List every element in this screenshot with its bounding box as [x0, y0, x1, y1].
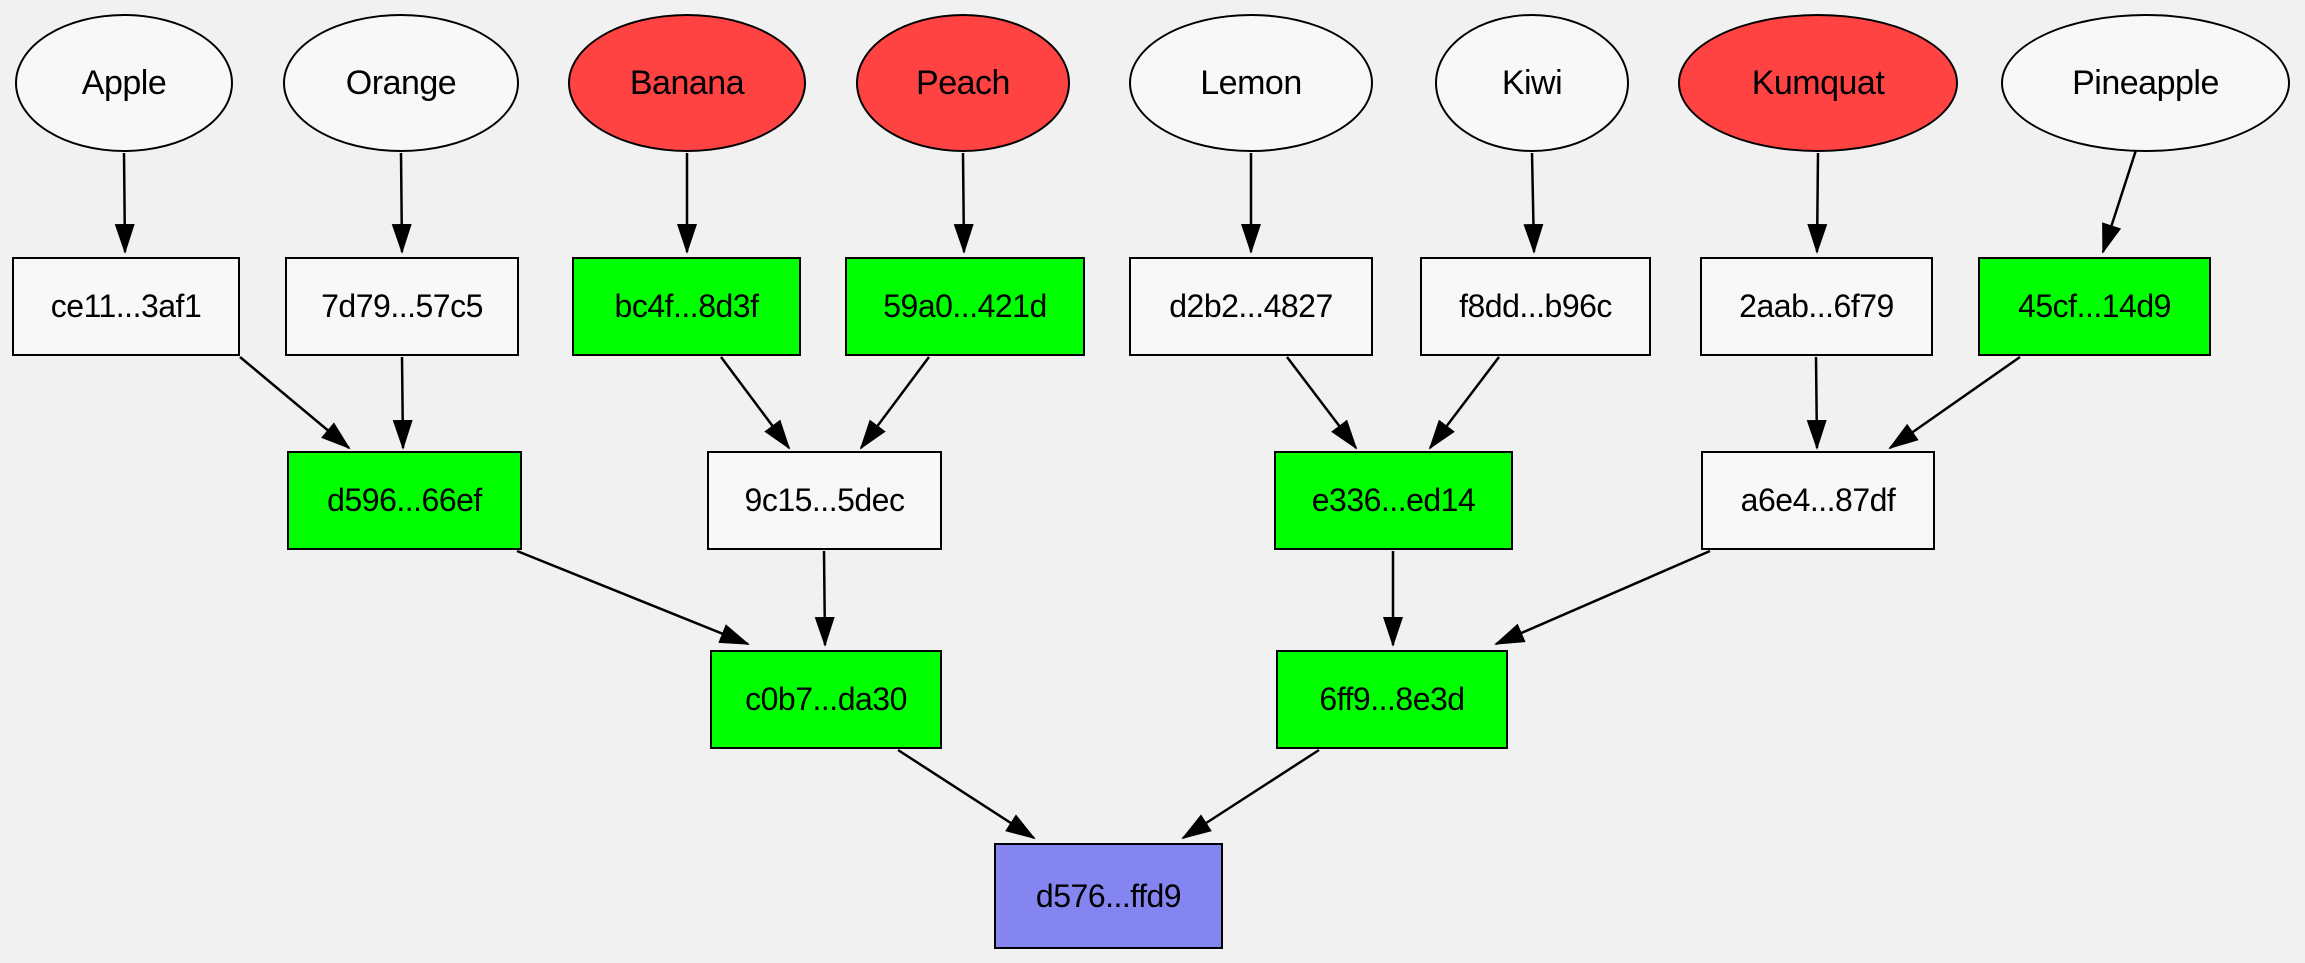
hash-node-a6e4: a6e4...87df [1701, 451, 1935, 550]
edge-59a0-9c15 [859, 356, 931, 450]
hash-node-59a0: 59a0...421d [845, 257, 1085, 356]
hash-node-c0b7: c0b7...da30 [710, 650, 942, 749]
edge-orange-hash [391, 152, 412, 254]
fruit-label-apple: Apple [81, 63, 167, 102]
hash-node-d596: d596...66ef [287, 451, 522, 550]
hash-node-f8dd: f8dd...b96c [1420, 257, 1651, 356]
edge-45cf-a6e4 [1888, 355, 2021, 450]
fruit-node-lemon: Lemon [1129, 14, 1373, 152]
hash-node-bc4f: bc4f...8d3f [572, 257, 801, 356]
hash-label-6ff9: 6ff9...8e3d [1319, 681, 1465, 717]
fruit-label-orange: Orange [345, 63, 457, 102]
edge-a6e4-6ff9 [1494, 549, 1711, 646]
edge-d2b2-e336 [1286, 356, 1358, 450]
hash-node-d2b2: d2b2...4827 [1129, 257, 1373, 356]
edge-f8dd-e336 [1428, 356, 1500, 450]
fruit-label-banana: Banana [629, 63, 745, 102]
fruit-label-kiwi: Kiwi [1501, 63, 1563, 102]
hash-label-f8dd: f8dd...b96c [1459, 288, 1612, 324]
hash-label-c0b7: c0b7...da30 [745, 681, 907, 717]
hash-node-6ff9: 6ff9...8e3d [1276, 650, 1508, 749]
fruit-node-banana: Banana [568, 14, 806, 152]
fruit-node-kiwi: Kiwi [1435, 14, 1629, 152]
edge-d596-c0b7 [516, 549, 750, 646]
fruit-label-lemon: Lemon [1200, 63, 1302, 102]
edge-ce11-d596 [239, 356, 351, 450]
edge-7d79-d596 [392, 356, 413, 450]
edge-apple-hash [114, 152, 135, 254]
edge-bc4f-9c15 [719, 356, 791, 450]
hash-label-7d79: 7d79...57c5 [321, 288, 483, 324]
hash-node-2aab: 2aab...6f79 [1700, 257, 1933, 356]
hash-label-9c15: 9c15...5dec [744, 482, 905, 518]
hash-label-45cf: 45cf...14d9 [2018, 288, 2171, 324]
edge-pineapple-hash [2101, 149, 2138, 254]
root-hash-label: d576...ffd9 [1035, 877, 1182, 914]
fruit-label-kumquat: Kumquat [1751, 63, 1885, 102]
fruit-label-pineapple: Pineapple [2072, 63, 2219, 102]
fruit-node-kumquat: Kumquat [1678, 14, 1958, 152]
edge-9c15-c0b7 [814, 550, 835, 647]
fruit-node-orange: Orange [283, 14, 519, 152]
edge-kumquat-hash [1807, 152, 1828, 254]
edge-6ff9-root [1181, 748, 1320, 840]
edge-2aab-a6e4 [1806, 356, 1827, 450]
hash-node-e336: e336...ed14 [1274, 451, 1513, 550]
fruit-node-peach: Peach [856, 14, 1070, 152]
hash-label-d2b2: d2b2...4827 [1169, 288, 1333, 324]
hash-node-45cf: 45cf...14d9 [1978, 257, 2211, 356]
root-hash-node: d576...ffd9 [994, 843, 1223, 949]
edge-kiwi-hash [1523, 152, 1544, 254]
hash-label-e336: e336...ed14 [1311, 482, 1476, 518]
hash-label-d596: d596...66ef [327, 482, 482, 518]
edge-peach-hash [953, 152, 974, 254]
fruit-label-peach: Peach [916, 63, 1010, 102]
hash-label-bc4f: bc4f...8d3f [614, 288, 759, 324]
fruit-node-apple: Apple [15, 14, 233, 152]
hash-label-59a0: 59a0...421d [883, 288, 1047, 324]
edge-c0b7-root [897, 748, 1036, 840]
hash-node-ce11: ce11...3af1 [12, 257, 240, 356]
fruit-node-pineapple: Pineapple [2001, 14, 2290, 152]
hash-label-ce11: ce11...3af1 [50, 288, 202, 324]
hash-label-a6e4: a6e4...87df [1740, 482, 1896, 518]
hash-label-2aab: 2aab...6f79 [1739, 288, 1894, 324]
hash-node-9c15: 9c15...5dec [707, 451, 942, 550]
hash-node-7d79: 7d79...57c5 [285, 257, 519, 356]
